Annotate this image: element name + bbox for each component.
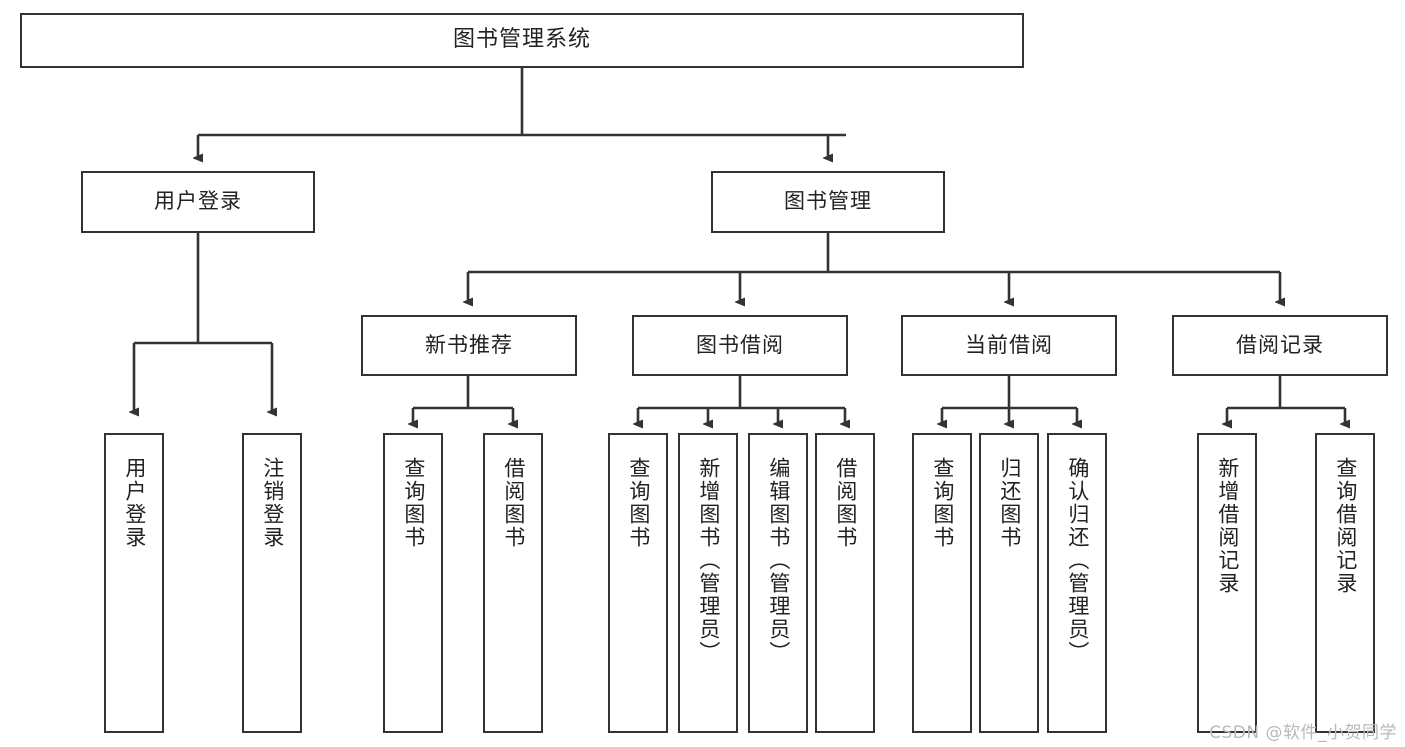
node-leaf-query-book-3[interactable]: 查询图书 xyxy=(912,433,972,733)
node-leaf-confirm-return[interactable]: 确认归还（管理员） xyxy=(1047,433,1107,733)
node-leaf-add-book-label: 新增图书（管理员） xyxy=(696,457,721,664)
node-leaf-user-login-label: 用户登录 xyxy=(122,457,147,549)
node-leaf-query-book-2[interactable]: 查询图书 xyxy=(608,433,668,733)
node-leaf-edit-book-label: 编辑图书（管理员） xyxy=(766,457,791,664)
node-current-borrow[interactable]: 当前借阅 xyxy=(901,315,1117,376)
node-leaf-confirm-return-label: 确认归还（管理员） xyxy=(1065,457,1090,664)
node-root[interactable]: 图书管理系统 xyxy=(20,13,1024,68)
node-leaf-borrow-book-1-label: 借阅图书 xyxy=(501,457,526,549)
node-new-book-recommend-label: 新书推荐 xyxy=(425,332,513,357)
node-leaf-return-book[interactable]: 归还图书 xyxy=(979,433,1039,733)
node-leaf-query-book-3-label: 查询图书 xyxy=(930,457,955,549)
node-leaf-query-record[interactable]: 查询借阅记录 xyxy=(1315,433,1375,733)
node-book-manage[interactable]: 图书管理 xyxy=(711,171,945,233)
node-leaf-borrow-book-1[interactable]: 借阅图书 xyxy=(483,433,543,733)
node-root-label: 图书管理系统 xyxy=(452,27,591,53)
node-leaf-borrow-book-2-label: 借阅图书 xyxy=(833,457,858,549)
node-current-borrow-label: 当前借阅 xyxy=(965,332,1053,357)
node-leaf-query-book-1[interactable]: 查询图书 xyxy=(383,433,443,733)
node-leaf-add-book[interactable]: 新增图书（管理员） xyxy=(678,433,738,733)
node-leaf-query-book-2-label: 查询图书 xyxy=(626,457,651,549)
node-leaf-add-record-label: 新增借阅记录 xyxy=(1215,457,1240,595)
node-user-login-label: 用户登录 xyxy=(154,189,242,214)
node-leaf-query-book-1-label: 查询图书 xyxy=(401,457,426,549)
node-leaf-user-logout-label: 注销登录 xyxy=(260,457,285,549)
node-borrow-record-label: 借阅记录 xyxy=(1236,332,1324,357)
node-leaf-edit-book[interactable]: 编辑图书（管理员） xyxy=(748,433,808,733)
node-new-book-recommend[interactable]: 新书推荐 xyxy=(361,315,577,376)
node-user-login[interactable]: 用户登录 xyxy=(81,171,315,233)
node-leaf-user-logout[interactable]: 注销登录 xyxy=(242,433,302,733)
node-leaf-add-record[interactable]: 新增借阅记录 xyxy=(1197,433,1257,733)
node-leaf-return-book-label: 归还图书 xyxy=(997,457,1022,549)
node-book-borrow[interactable]: 图书借阅 xyxy=(632,315,848,376)
watermark: CSDN @软件_小贺同学 xyxy=(1209,723,1397,743)
node-book-borrow-label: 图书借阅 xyxy=(696,332,784,357)
node-leaf-borrow-book-2[interactable]: 借阅图书 xyxy=(815,433,875,733)
node-leaf-query-record-label: 查询借阅记录 xyxy=(1333,457,1358,595)
node-leaf-user-login[interactable]: 用户登录 xyxy=(104,433,164,733)
node-borrow-record[interactable]: 借阅记录 xyxy=(1172,315,1388,376)
node-book-manage-label: 图书管理 xyxy=(784,189,872,214)
